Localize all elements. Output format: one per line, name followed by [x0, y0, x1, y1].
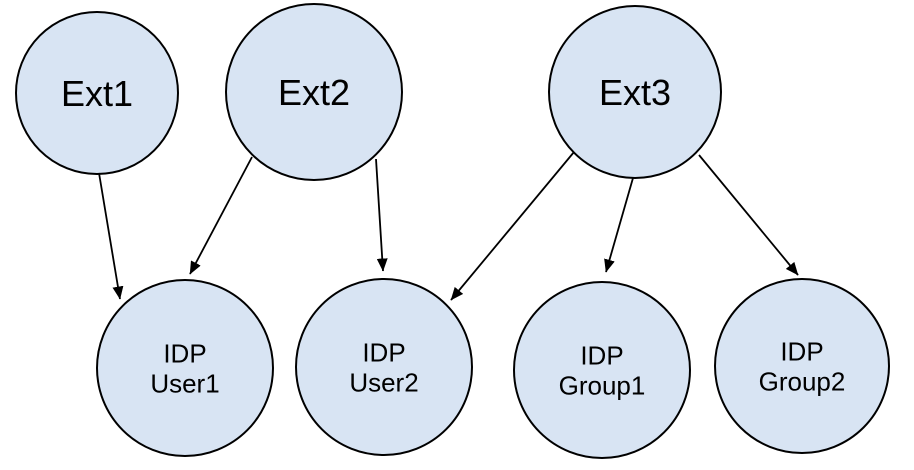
node-label-ext2-line1: Ext2 [278, 72, 350, 113]
node-label-idp-group1-line1: IDP [580, 340, 623, 370]
node-label-idp-user2-line2: User2 [349, 367, 418, 397]
node-ext1: Ext1 [15, 11, 179, 175]
node-circle-idp-group1 [513, 281, 691, 459]
node-circle-ext2 [225, 3, 403, 181]
node-ext2: Ext2 [225, 3, 403, 181]
node-ext3: Ext3 [548, 5, 722, 179]
node-circle-idp-user2 [295, 278, 473, 456]
edge-arrow-ext3-to-idp-user2 [450, 151, 575, 301]
edge-arrow-ext3-to-idp-group2 [698, 154, 799, 276]
node-label-ext1-line1: Ext1 [61, 73, 133, 114]
edge-arrow-ext2-to-idp-user1 [189, 156, 253, 275]
node-label-idp-user2-line1: IDP [362, 337, 405, 367]
edge-arrow-ext2-to-idp-user2 [375, 158, 388, 272]
node-label-idp-group2-line2: Group2 [759, 366, 846, 396]
node-circle-ext3 [548, 5, 722, 179]
edge-arrow-ext3-to-idp-group1 [604, 177, 634, 273]
node-label-idp-group2-line1: IDP [780, 336, 823, 366]
node-label-ext3-line1: Ext3 [599, 72, 671, 113]
edge-arrow-ext1-to-idp-user1 [98, 172, 124, 300]
node-label-idp-user1-line1: IDP [163, 338, 206, 368]
node-circle-ext1 [15, 11, 179, 175]
node-label-idp-user1-line2: User1 [150, 368, 219, 398]
edges-layer [98, 151, 799, 301]
node-circle-idp-user1 [96, 279, 274, 457]
node-label-idp-group1-line2: Group1 [559, 370, 646, 400]
node-circle-idp-group2 [714, 278, 890, 454]
